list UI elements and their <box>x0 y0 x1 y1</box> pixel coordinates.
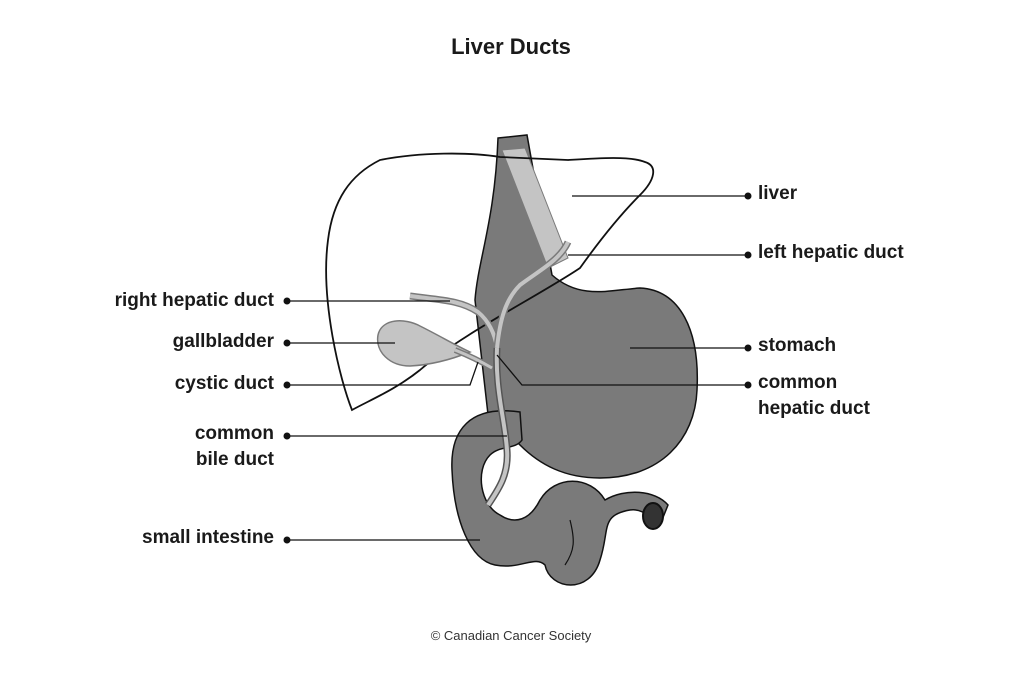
liver-shape <box>325 152 654 412</box>
left-hepatic-duct-leader-dot <box>744 251 752 259</box>
diagram-title: Liver Ducts <box>451 34 571 59</box>
copyright-notice: © Canadian Cancer Society <box>430 628 592 643</box>
cystic-duct-leader-dot <box>283 381 291 389</box>
label-liver: liver <box>758 183 798 204</box>
intestine-fold-line <box>564 519 574 566</box>
label-common-bile-duct: common bile duct <box>195 421 274 473</box>
label-cystic-duct: cystic duct <box>174 373 274 394</box>
label-right-hepatic-duct: right hepatic duct <box>114 290 274 311</box>
right-hepatic-duct-leader-dot <box>283 297 291 305</box>
common-hepatic-duct-leader-dot <box>744 381 752 389</box>
cystic-duct-leader <box>287 361 479 386</box>
label-common-bile-duct-line2: bile duct <box>195 449 274 470</box>
gallbladder-shape <box>376 320 472 367</box>
label-gallbladder: gallbladder <box>172 331 274 352</box>
liver-leader-dot <box>744 192 752 200</box>
common-bile-duct-leader-dot <box>283 432 291 440</box>
label-stomach: stomach <box>758 335 837 356</box>
stomach-leader-dot <box>744 344 752 352</box>
label-common-hepatic-duct-line2: hepatic duct <box>758 398 870 419</box>
label-left-hepatic-duct: left hepatic duct <box>758 242 904 263</box>
label-small-intestine: small intestine <box>142 527 274 548</box>
small-intestine-leader-dot <box>283 536 291 544</box>
label-common-hepatic-duct-line1: common <box>758 372 838 393</box>
esophagus-shape <box>501 147 569 269</box>
common-hepatic-duct-leader <box>496 354 748 386</box>
label-common-bile-duct-line1: common <box>194 423 274 444</box>
label-common-hepatic-duct: common hepatic duct <box>758 370 870 422</box>
gallbladder-leader-dot <box>283 339 291 347</box>
intestine-opening <box>642 502 664 530</box>
